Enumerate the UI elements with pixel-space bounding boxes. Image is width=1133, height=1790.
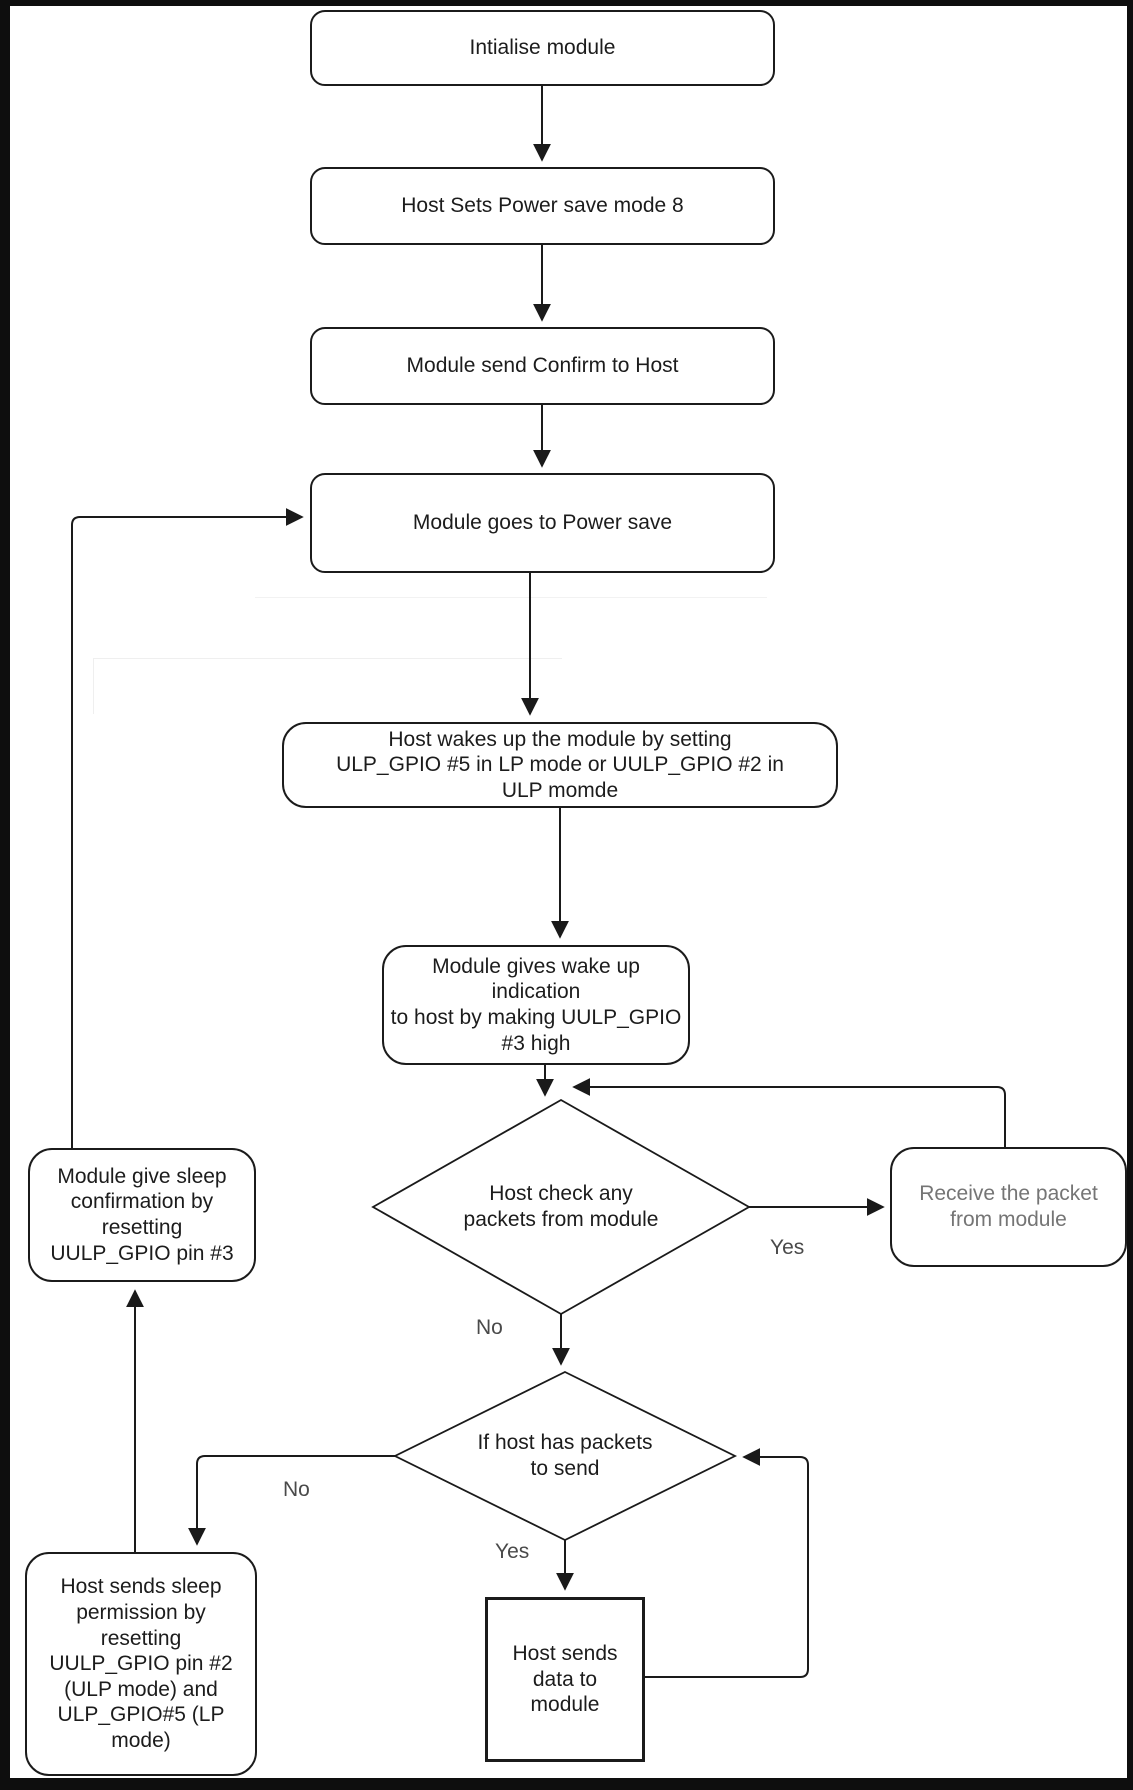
node-wake-indication: Module gives wake up indication to host … (382, 945, 690, 1065)
frame-top (0, 0, 1133, 6)
node-sleep-confirmation-label: Module give sleep confirmation by resett… (50, 1164, 234, 1265)
node-sleep-confirmation: Module give sleep confirmation by resett… (28, 1148, 256, 1282)
node-module-send-confirm-label: Module send Confirm to Host (406, 354, 679, 378)
node-module-send-confirm: Module send Confirm to Host (310, 327, 775, 405)
node-sleep-permission-label: Host sends sleep permission by resetting… (49, 1575, 233, 1753)
node-initialise-module: Intialise module (310, 10, 775, 86)
node-sleep-permission: Host sends sleep permission by resetting… (25, 1552, 257, 1776)
node-host-sets-power-save: Host Sets Power save mode 8 (310, 167, 775, 245)
node-wake-indication-label: Module gives wake up indication to host … (390, 954, 682, 1055)
node-receive-packet: Receive the packet from module (890, 1147, 1127, 1267)
node-module-goes-power-save-label: Module goes to Power save (412, 511, 673, 535)
frame-bottom (0, 1778, 1133, 1790)
edge-confirmation-to-powersave (71, 508, 304, 1148)
decision-check-packets-shape (371, 1098, 751, 1316)
node-host-wakes-module: Host wakes up the module by setting ULP_… (282, 722, 838, 808)
edge-receive-feedback (572, 1078, 1006, 1147)
edge-sendsdata-feedback (645, 1448, 809, 1678)
label-packets-to-send-yes: Yes (495, 1540, 530, 1563)
decision-packets-to-send-shape (392, 1370, 738, 1542)
label-check-packets-no: No (476, 1316, 503, 1339)
edge-packetstosend-no (188, 1455, 395, 1546)
label-check-packets-yes: Yes (770, 1236, 805, 1259)
node-receive-packet-label: Receive the packet from module (919, 1182, 1098, 1231)
node-initialise-module-label: Intialise module (469, 36, 616, 60)
frame-left (0, 0, 10, 1790)
node-host-sends-data-label: Host sends data to module (512, 1642, 618, 1717)
node-module-goes-power-save: Module goes to Power save (310, 473, 775, 573)
decision-packets-to-send-label: If host has packets to send (477, 1430, 653, 1480)
label-packets-to-send-no: No (283, 1478, 310, 1501)
node-host-sets-power-save-label: Host Sets Power save mode 8 (401, 194, 684, 218)
node-host-wakes-module-label: Host wakes up the module by setting ULP_… (336, 727, 784, 802)
frame-right (1127, 0, 1133, 1790)
decision-check-packets-label: Host check any packets from module (463, 1181, 659, 1231)
node-host-sends-data: Host sends data to module (485, 1597, 645, 1762)
